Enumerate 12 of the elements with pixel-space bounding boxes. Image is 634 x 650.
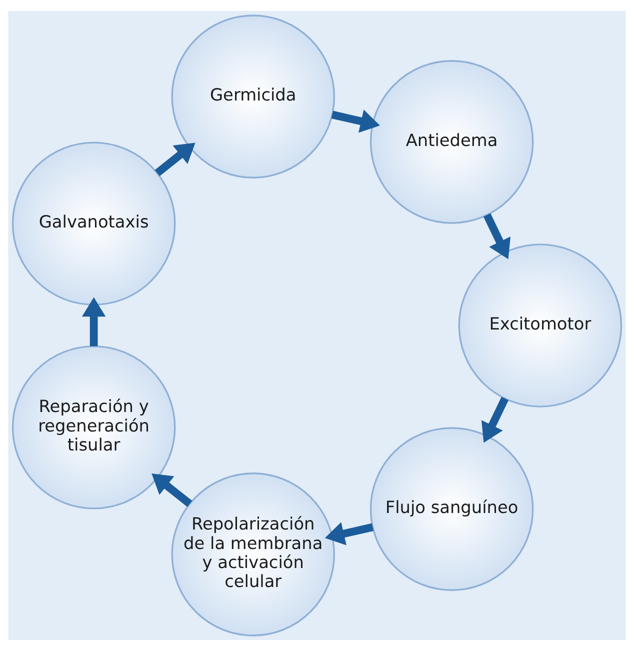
node-circle: Excitomotor xyxy=(458,243,622,407)
arrow xyxy=(481,396,509,442)
arrow xyxy=(324,522,374,545)
arrow xyxy=(483,212,511,259)
node-circle: Antiedema xyxy=(370,60,534,224)
node-circle: Flujo sanguíneo xyxy=(370,426,534,590)
arrow xyxy=(152,473,192,506)
arrow xyxy=(82,296,106,346)
arrow xyxy=(154,142,196,176)
node-circle: Galvanotaxis xyxy=(12,141,176,306)
node-circle: Repolarización de la membrana y activación celular xyxy=(171,472,336,636)
arrow xyxy=(331,109,380,132)
